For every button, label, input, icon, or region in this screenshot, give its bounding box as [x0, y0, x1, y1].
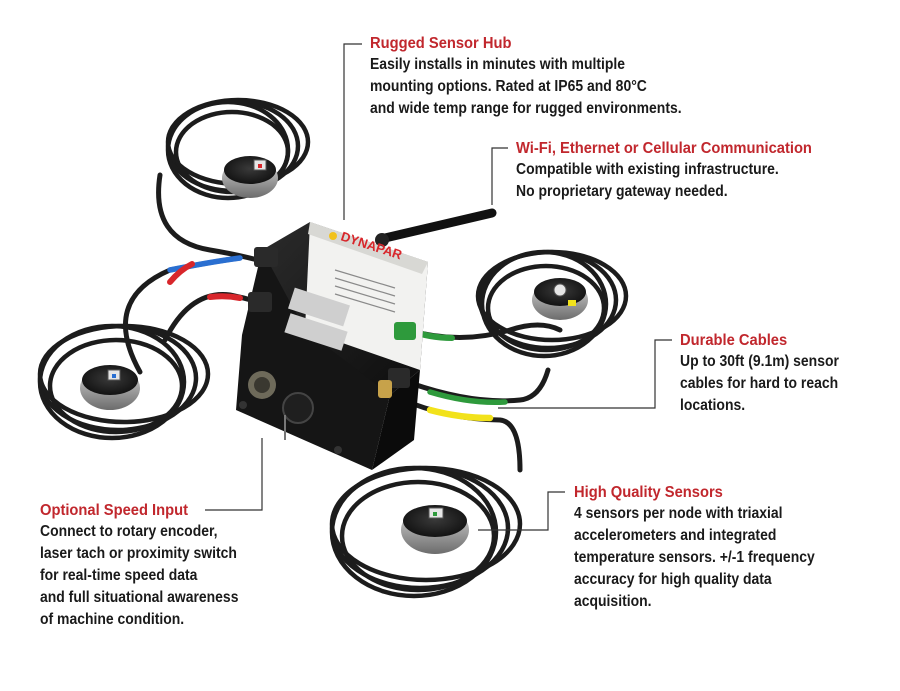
callout-line: accelerometers and integrated [574, 527, 777, 544]
callout-line: cables for hard to reach [680, 375, 839, 392]
callout-line: temperature sensors. +/-1 frequency [574, 549, 815, 566]
cable-coil-bottom [329, 465, 523, 599]
sensor-bottom [401, 505, 469, 554]
callout-line: Compatible with existing infrastructure. [516, 161, 779, 178]
callout-line: accuracy for high quality data [574, 571, 772, 588]
sensor-left [80, 365, 140, 410]
callout-line: 4 sensors per node with triaxial [574, 505, 783, 522]
sensor-top-left [222, 156, 278, 198]
sensor-hub-box: DYNAPAR [236, 222, 428, 470]
callout-title: Rugged Sensor Hub [370, 35, 512, 52]
callout-line: No proprietary gateway needed. [516, 183, 728, 200]
hub-cables [123, 172, 563, 473]
callout-title: Durable Cables [680, 332, 788, 349]
leader-comm [491, 147, 508, 205]
callout-line: Connect to rotary encoder, [40, 523, 218, 540]
callout-communication: Wi-Fi, Ethernet or Cellular Communicatio… [516, 138, 838, 203]
callout-high-quality-sensors: High Quality Sensors 4 sensors per node … [574, 482, 841, 613]
callout-title: High Quality Sensors [574, 484, 723, 501]
callout-line: Up to 30ft (9.1m) sensor [680, 353, 839, 370]
cable-coil-right [475, 249, 629, 359]
callout-rugged-sensor-hub: Rugged Sensor Hub Easily installs in min… [370, 33, 716, 120]
leader-hub [343, 43, 362, 220]
callout-line: Easily installs in minutes with multiple [370, 56, 626, 73]
sensor-right [532, 278, 588, 320]
callout-title: Optional Speed Input [40, 502, 189, 519]
callout-optional-speed-input: Optional Speed Input Connect to rotary e… [40, 500, 261, 631]
callout-line: locations. [680, 397, 746, 414]
antenna [375, 208, 497, 247]
connector-glands [239, 247, 416, 454]
callout-line: and wide temp range for rugged environme… [370, 100, 682, 117]
leader-speed [205, 438, 263, 511]
leader-lines [205, 43, 672, 531]
callout-title: Wi-Fi, Ethernet or Cellular Communicatio… [516, 140, 812, 157]
callout-line: mounting options. Rated at IP65 and 80°C [370, 78, 647, 95]
leader-sensors [478, 491, 565, 531]
callout-line: and full situational awareness [40, 589, 239, 606]
callout-line: acquisition. [574, 593, 652, 610]
callout-line: for real-time speed data [40, 567, 198, 584]
leader-cables [498, 339, 672, 409]
brand-logo-mark [329, 232, 337, 240]
callout-durable-cables: Durable Cables Up to 30ft (9.1m) sensor … [680, 330, 857, 417]
callout-line: of machine condition. [40, 611, 185, 628]
callout-line: laser tach or proximity switch [40, 545, 237, 562]
